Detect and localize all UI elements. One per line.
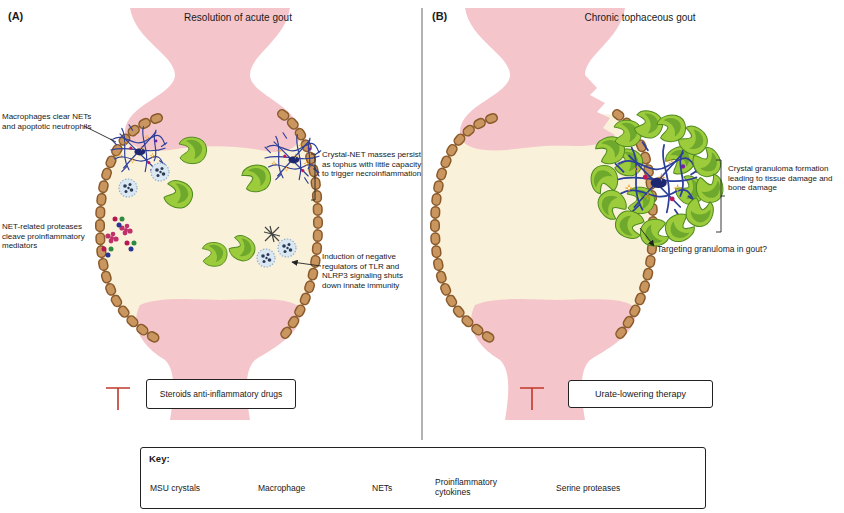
key-box: Key: (140, 447, 706, 509)
annotation: Targeting granuloma in gout? (657, 244, 807, 254)
joint-a (100, 8, 321, 420)
inhibition-symbol (520, 388, 544, 410)
annotation: Macrophages clear NETs and apoptotic neu… (2, 112, 94, 131)
annotation: Crystal granuloma formation leading to t… (728, 164, 840, 193)
therapy-box: Urate-lowering therapy (568, 380, 713, 408)
leader-lines (640, 160, 725, 246)
legend-label: MSU crystals (150, 483, 200, 493)
legend-entry: Serine proteases (556, 483, 648, 493)
legend-label: NETs (372, 483, 392, 493)
panel-title: Resolution of acute gout (168, 12, 308, 24)
legend-entry: Proinflammatory cytokines (435, 477, 509, 497)
annotation: Crystal-NET masses persist as tophus wit… (322, 150, 422, 179)
panel-letter: (B) (432, 10, 466, 23)
node-text: Steroids anti-inflammatory drugs (151, 389, 291, 399)
therapy-box: Steroids anti-inflammatory drugs (146, 379, 296, 409)
node-text: Urate-lowering therapy (573, 389, 708, 400)
legend-entry: MSU crystals (150, 483, 216, 493)
legend-label: Proinflammatory cytokines (435, 477, 497, 497)
annotation: Induction of negative regulators of TLR … (322, 252, 422, 290)
annotation: NET-related proteases cleave proinflamma… (2, 222, 100, 251)
node-text: Key: (149, 453, 697, 464)
inhibition-symbol (106, 388, 130, 410)
panel-divider (422, 8, 423, 440)
legend-label: Macrophage (258, 483, 305, 493)
crystal-granuloma (589, 108, 726, 248)
joint-b (435, 8, 653, 420)
panel-title: Chronic tophaceous gout (570, 12, 710, 24)
legend-entry: NETs (372, 483, 406, 493)
legend-label: Serine proteases (556, 483, 620, 493)
panel-letter: (A) (8, 10, 42, 23)
leader-lines (84, 126, 321, 266)
legend-entry: Macrophage (258, 483, 322, 493)
